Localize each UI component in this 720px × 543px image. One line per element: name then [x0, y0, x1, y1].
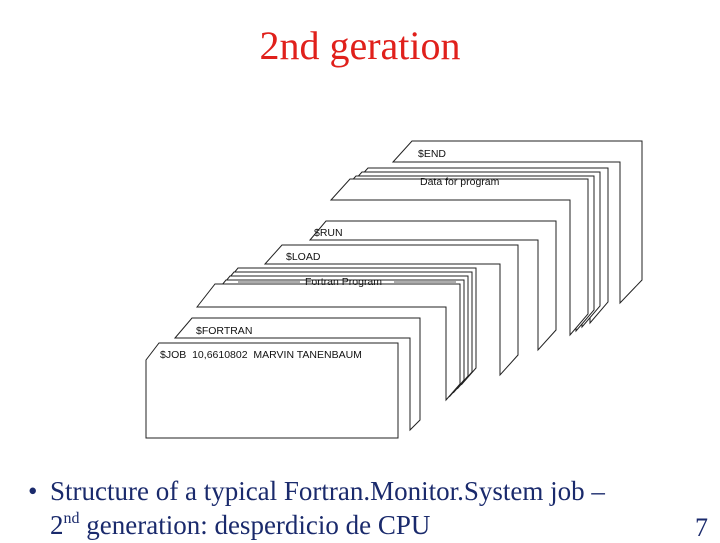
bullet-dot: •: [28, 476, 38, 506]
run-card-label: $RUN: [314, 227, 343, 239]
load-card: [263, 244, 519, 377]
fortran-program-card-label: Fortran Program: [305, 276, 382, 288]
fortran-card-label: $FORTRAN: [196, 325, 252, 337]
bullet-line-2-rest: generation: desperdicio de CPU: [79, 510, 431, 540]
slide-title: 2nd geration: [259, 23, 461, 68]
job-card: [145, 342, 399, 439]
bullet-item: • Structure of a typical Fortran.Monitor.…: [28, 474, 720, 542]
bullet-line-1: Structure of a typical Fortran.Monitor.S…: [50, 476, 605, 506]
bullet-line-2: 2nd generation: desperdicio de CPU: [28, 508, 720, 542]
data-card-label: Data for program: [420, 176, 500, 188]
job-card-label: $JOB 10,6610802 MARVIN TANENBAUM: [160, 349, 362, 361]
data-card-0: [329, 178, 589, 337]
slide-number: 7: [695, 513, 708, 542]
end-card: [391, 140, 643, 305]
bullet-line-2-sup: nd: [63, 510, 80, 527]
bullet-line-2-prefix: 2: [50, 510, 64, 540]
fortran-program-card-0: [195, 283, 461, 402]
end-card-label: $END: [418, 148, 446, 160]
load-card-label: $LOAD: [286, 251, 321, 263]
run-card: [308, 220, 557, 352]
fortran-card: [173, 317, 421, 432]
